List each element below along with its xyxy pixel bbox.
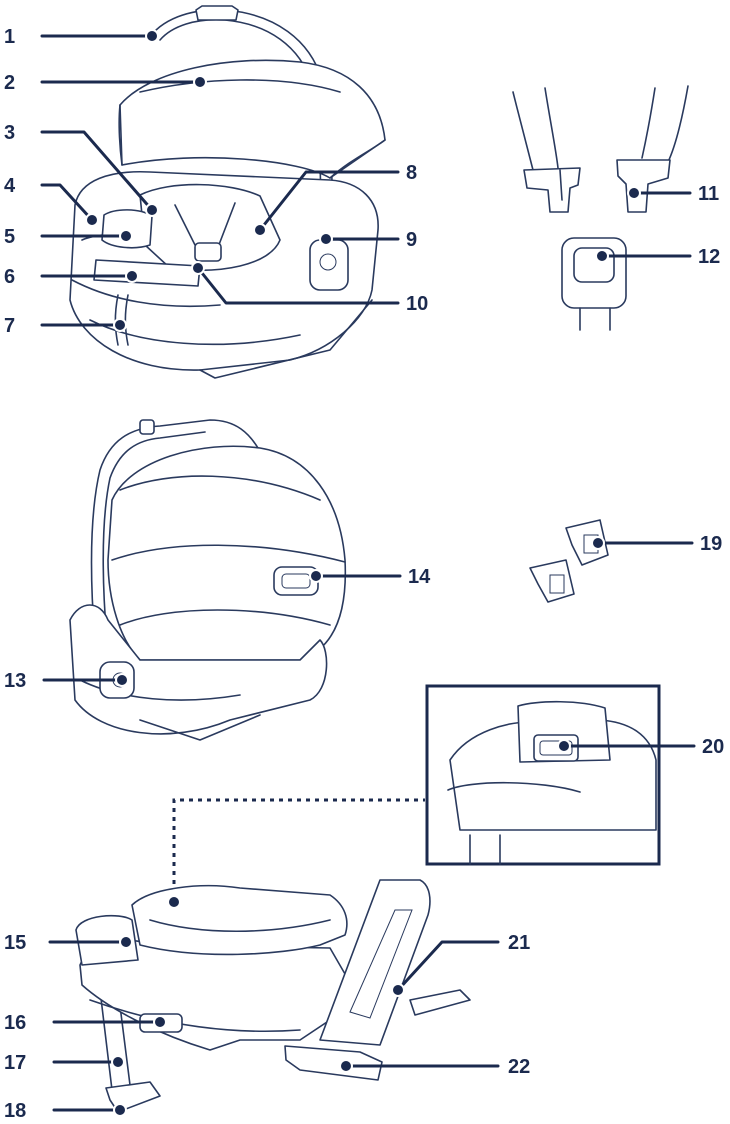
pointer-9: [319, 232, 333, 246]
pointer-19: [591, 536, 605, 550]
label-20: 20: [702, 736, 724, 758]
pointer-5: [119, 229, 133, 243]
label-5: 5: [4, 226, 15, 248]
label-3: 3: [4, 122, 15, 144]
pointer-15: [119, 935, 133, 949]
label-14: 14: [408, 566, 431, 588]
pointer-20: [557, 739, 571, 753]
pointer-21: [391, 983, 405, 997]
label-21: 21: [508, 932, 530, 954]
leader-10: [196, 266, 400, 305]
label-1: 1: [4, 26, 15, 48]
leader-lines: [40, 29, 696, 1117]
carrier-back-illustration: [69, 419, 347, 741]
base-detail-inset: [172, 684, 661, 902]
label-17: 17: [4, 1052, 26, 1074]
harness-buckle-illustration: [561, 237, 627, 331]
pointer-12: [595, 249, 609, 263]
leader-21: [396, 940, 500, 992]
pointer-17: [111, 1055, 125, 1069]
pointer-dashed: [167, 895, 181, 909]
pointer-16: [153, 1015, 167, 1029]
leader-8: [258, 170, 400, 232]
pointer-3: [145, 203, 159, 217]
pointer-2: [193, 75, 207, 89]
label-2: 2: [4, 72, 15, 94]
part-number-labels: 1 2 3 4 5 6 7 8 9 10 11 12 13 14 15 16 1…: [4, 26, 724, 1122]
label-4: 4: [4, 175, 16, 197]
pointer-11: [627, 186, 641, 200]
pointer-4: [85, 213, 99, 227]
label-15: 15: [4, 932, 26, 954]
pointer-6: [125, 269, 139, 283]
pointer-8: [253, 223, 267, 237]
pointer-18: [113, 1103, 127, 1117]
buckle-tongues-illustration: [512, 85, 689, 213]
pointer-22: [339, 1059, 353, 1073]
leader-3: [40, 130, 154, 212]
leader-4: [40, 183, 94, 222]
pointer-1: [145, 29, 159, 43]
label-7: 7: [4, 315, 15, 337]
label-19: 19: [700, 533, 722, 555]
pointer-10: [191, 261, 205, 275]
label-18: 18: [4, 1100, 26, 1122]
pointer-13: [115, 673, 129, 687]
label-8: 8: [406, 162, 417, 184]
label-13: 13: [4, 670, 26, 692]
label-10: 10: [406, 293, 428, 315]
pointer-7: [113, 318, 127, 332]
label-11: 11: [698, 183, 719, 205]
label-9: 9: [406, 229, 417, 251]
label-12: 12: [698, 246, 720, 268]
label-22: 22: [508, 1056, 530, 1078]
pointer-14: [309, 569, 323, 583]
label-16: 16: [4, 1012, 26, 1034]
belt-clips-illustration: [529, 519, 609, 603]
label-6: 6: [4, 266, 15, 288]
base-illustration: [75, 879, 471, 1113]
